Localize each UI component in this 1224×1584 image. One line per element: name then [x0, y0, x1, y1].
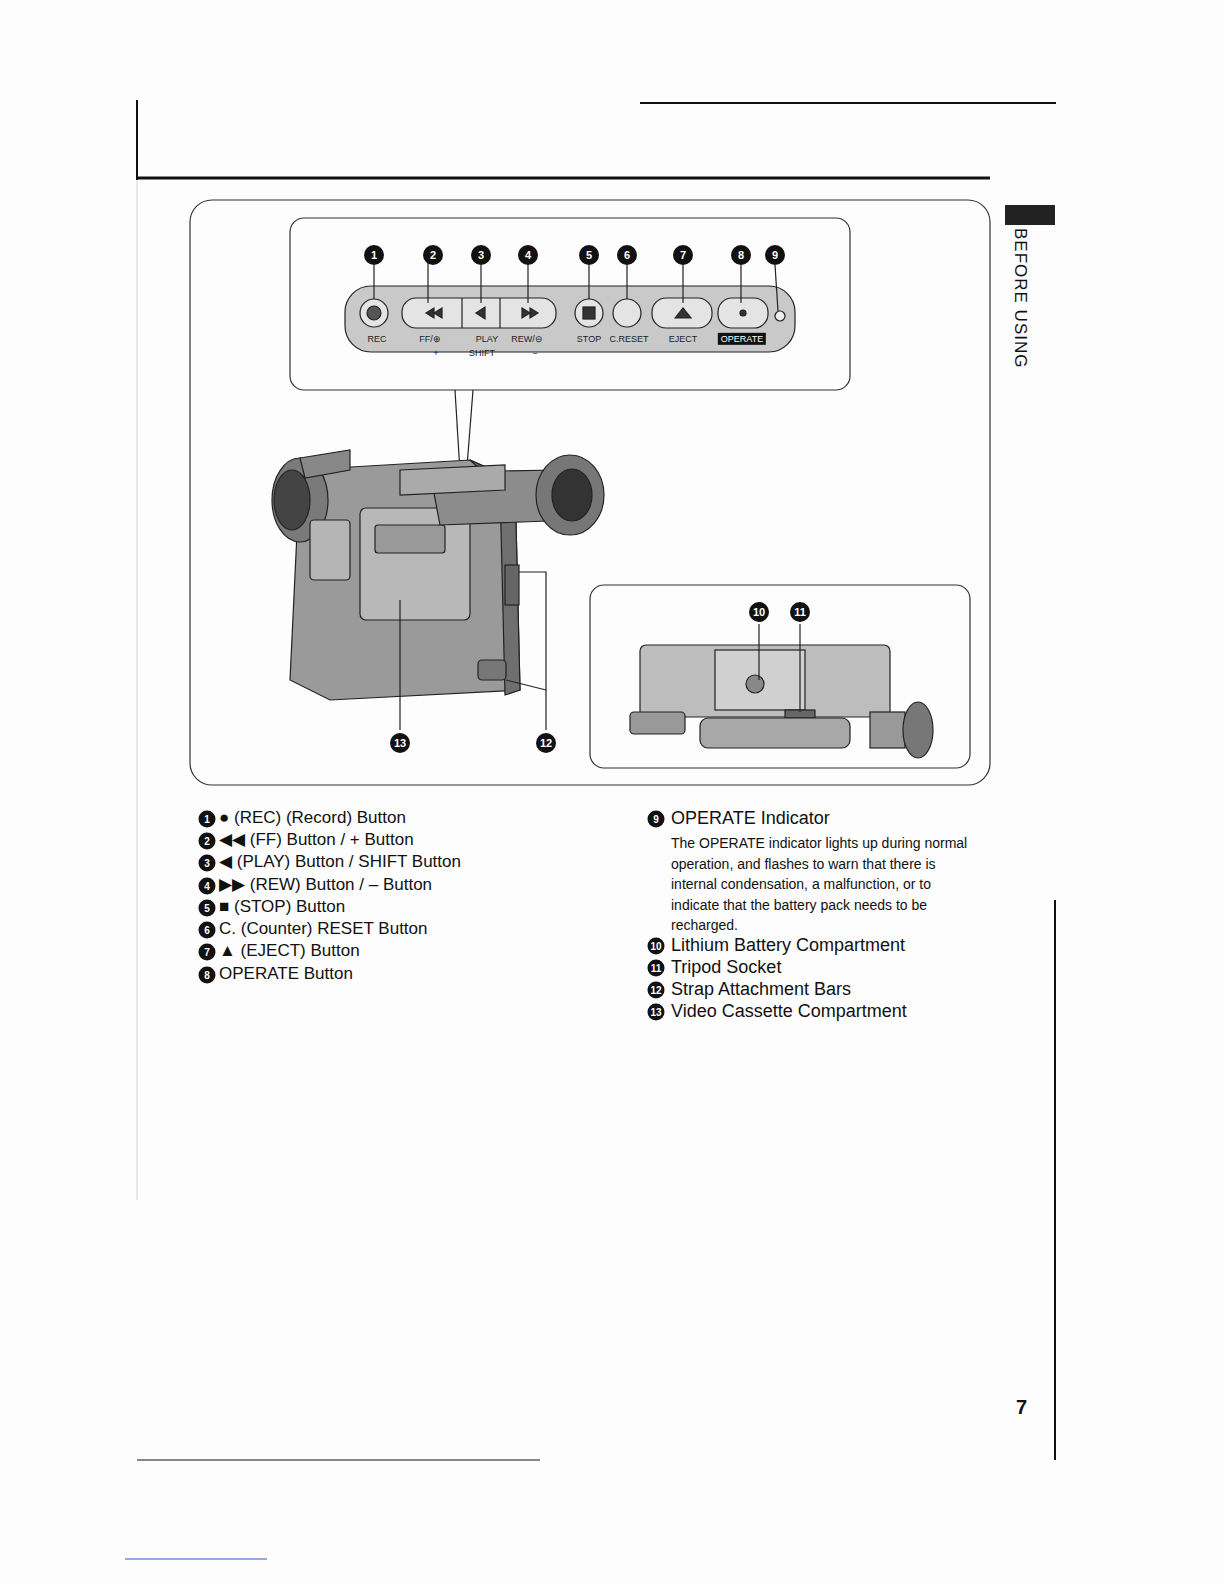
button-label: SHIFT	[469, 348, 495, 358]
part-name: OPERATE Indicator	[671, 808, 830, 829]
part-name: ● (REC) (Record) Button	[219, 808, 406, 828]
section-tab: BEFORE USING	[1010, 228, 1030, 368]
page-number: 7	[1016, 1396, 1027, 1419]
callout-number: 11	[648, 960, 665, 977]
button-panel	[345, 262, 795, 352]
button-label: C.RESET	[609, 334, 648, 344]
callout-number: 7	[673, 245, 693, 265]
callout-number: 5	[199, 900, 216, 917]
button-label: OPERATE	[718, 333, 766, 345]
callout-number: 3	[471, 245, 491, 265]
callout-number: 13	[648, 1004, 665, 1021]
part-name: Lithium Battery Compartment	[671, 935, 905, 956]
part-name: Tripod Socket	[671, 957, 781, 978]
part-name: Strap Attachment Bars	[671, 979, 851, 1000]
callout-number: 10	[648, 938, 665, 955]
callout-number: 1	[199, 811, 216, 828]
callout-number: 6	[617, 245, 637, 265]
part-name: OPERATE Button	[219, 964, 353, 984]
button-label: +	[433, 348, 438, 358]
button-label: EJECT	[669, 334, 698, 344]
callout-number: 12	[536, 733, 556, 753]
part-name: ◀◀ (FF) Button / + Button	[219, 830, 414, 850]
camcorder-body	[272, 390, 604, 730]
part-name: ▶▶ (REW) Button / – Button	[219, 875, 432, 895]
callout-number: 4	[199, 878, 216, 895]
button-label: REW/⊖	[511, 334, 543, 344]
button-label: REC	[367, 334, 386, 344]
button-label: STOP	[577, 334, 601, 344]
button-label: PLAY	[476, 334, 498, 344]
part-name: C. (Counter) RESET Button	[219, 919, 428, 939]
callout-number: 8	[731, 245, 751, 265]
callout-number: 6	[199, 922, 216, 939]
callout-number: 3	[199, 855, 216, 872]
callout-number: 5	[579, 245, 599, 265]
callout-number: 9	[765, 245, 785, 265]
page-rules	[125, 100, 1056, 1559]
callout-number: 11	[790, 602, 810, 622]
part-name: ▲ (EJECT) Button	[219, 941, 360, 961]
callout-number: 7	[199, 944, 216, 961]
callout-number: 2	[423, 245, 443, 265]
button-label: FF/⊕	[419, 334, 441, 344]
button-label: −	[532, 348, 537, 358]
callout-number: 4	[518, 245, 538, 265]
callout-number: 12	[648, 982, 665, 999]
camcorder-bottom-view	[630, 624, 933, 758]
callout-number: 2	[199, 833, 216, 850]
part-name: Video Cassette Compartment	[671, 1001, 907, 1022]
callout-number: 9	[648, 811, 665, 828]
description-text: The OPERATE indicator lights up during n…	[671, 833, 983, 936]
figure-frame	[190, 200, 990, 785]
callout-number: 1	[364, 245, 384, 265]
callout-number: 13	[390, 733, 410, 753]
part-name: ◀ (PLAY) Button / SHIFT Button	[219, 852, 461, 872]
callout-number: 10	[749, 602, 769, 622]
callout-number: 8	[199, 967, 216, 984]
part-name: ■ (STOP) Button	[219, 897, 345, 917]
